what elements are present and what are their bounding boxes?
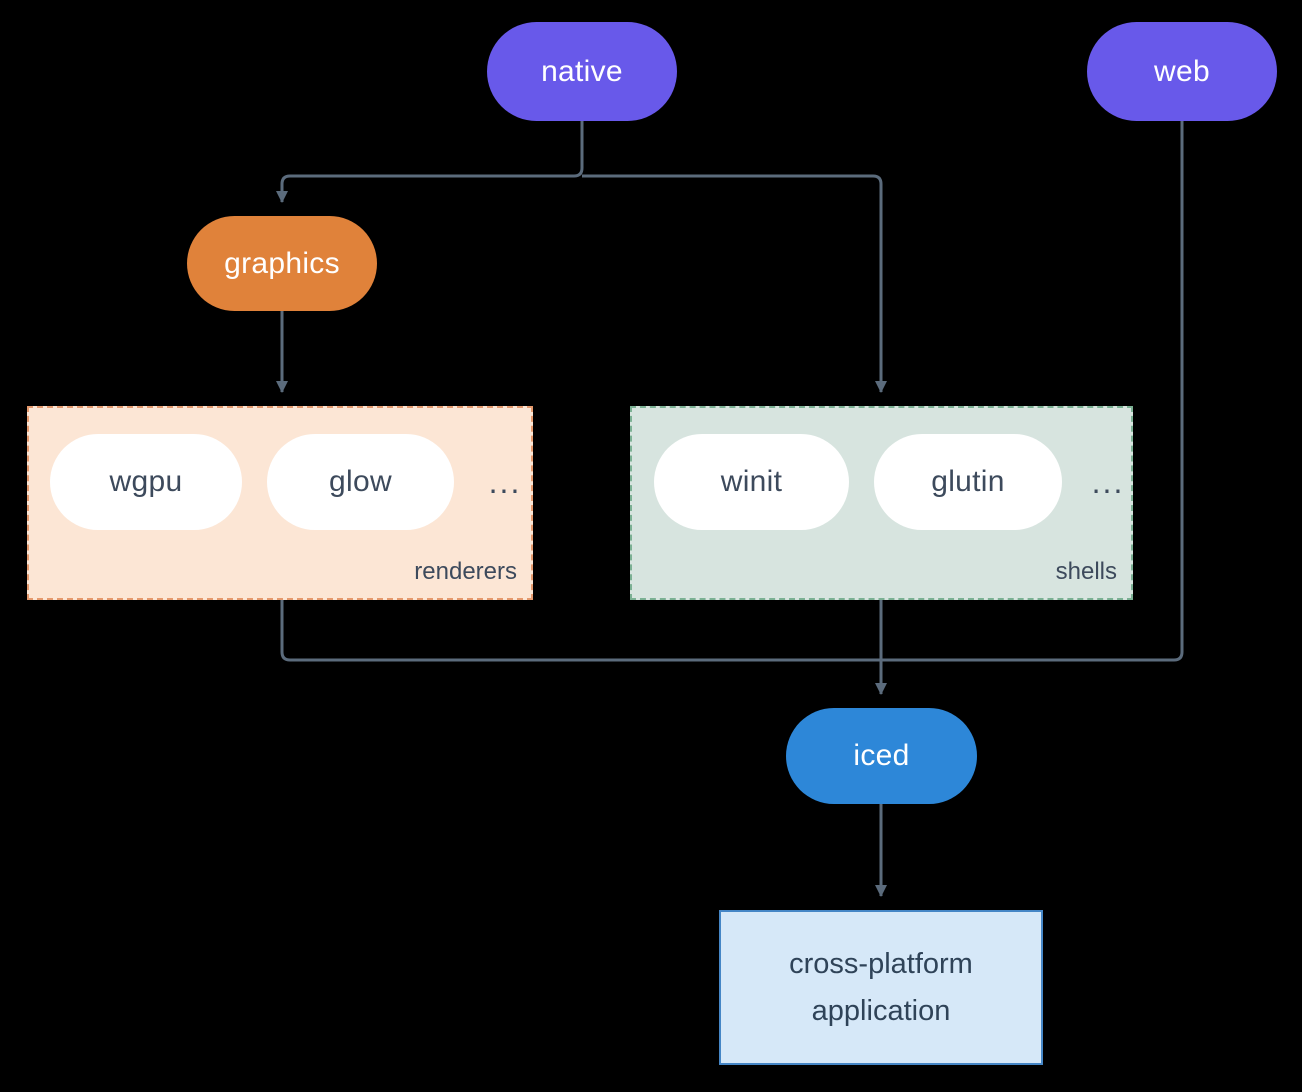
- node-wgpu-label: wgpu: [109, 465, 183, 498]
- edge-native-graphics: [276, 121, 584, 203]
- application-label-line1: cross-platform: [789, 948, 973, 981]
- node-glow: glow: [267, 434, 454, 530]
- group-shells: winit glutin ... shells: [630, 406, 1133, 600]
- application-label-line2: application: [811, 994, 951, 1027]
- node-winit-label: winit: [720, 465, 783, 498]
- node-native: native: [487, 22, 677, 121]
- node-iced: iced: [786, 708, 977, 804]
- node-web-label: web: [1154, 54, 1210, 88]
- renderers-ellipsis: ...: [488, 463, 522, 500]
- node-iced-label: iced: [853, 739, 910, 772]
- node-winit: winit: [654, 434, 849, 530]
- node-wgpu: wgpu: [50, 434, 242, 530]
- edge-native-shells: [582, 174, 887, 393]
- shells-group-label: shells: [1055, 558, 1117, 585]
- node-graphics: graphics: [187, 216, 377, 311]
- node-glow-label: glow: [329, 465, 392, 498]
- node-native-label: native: [541, 54, 623, 88]
- edge-renderers-junction: [280, 600, 881, 662]
- node-graphics-label: graphics: [224, 246, 340, 280]
- node-cross-platform-application: cross-platform application: [719, 910, 1043, 1065]
- node-glutin-label: glutin: [931, 465, 1005, 498]
- node-glutin: glutin: [874, 434, 1062, 530]
- shells-ellipsis: ...: [1091, 463, 1125, 500]
- group-renderers: wgpu glow ... renderers: [27, 406, 533, 600]
- renderers-group-label: renderers: [414, 558, 517, 585]
- node-web: web: [1087, 22, 1277, 121]
